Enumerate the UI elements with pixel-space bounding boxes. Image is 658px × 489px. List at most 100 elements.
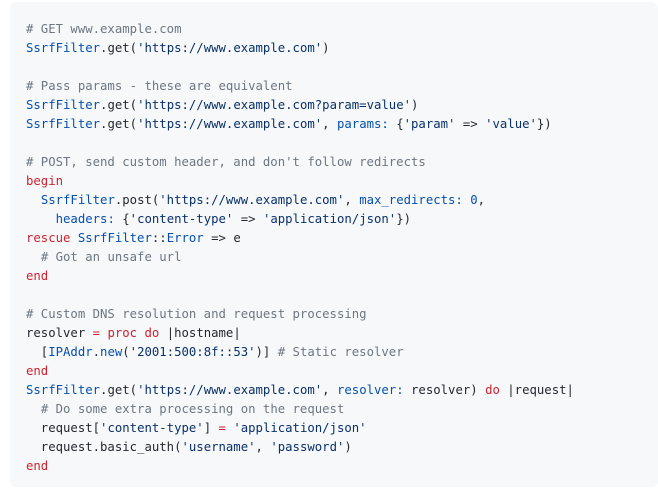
code-token-string: 'username' [181, 440, 256, 454]
code-line: # POST, send custom header, and don't fo… [26, 153, 574, 172]
code-token-symbol: max_redirects: [359, 193, 463, 207]
code-token-plain: }) [396, 212, 412, 226]
code-token-plain: :: [151, 231, 167, 245]
code-line: end [26, 457, 574, 476]
code-token-plain: ] [203, 421, 219, 435]
code-token-comment: # GET www.example.com [26, 22, 182, 36]
code-token-comment: # Custom DNS resolution and request proc… [26, 307, 367, 321]
code-token-plain [70, 231, 77, 245]
code-token-keyword: = [92, 326, 101, 340]
code-token-const: SsrfFilter [77, 231, 152, 245]
code-token-string: 'https://www.example.com' [137, 41, 323, 55]
code-token-string: 'https://www.example.com' [137, 117, 323, 131]
code-token-keyword: do [485, 383, 500, 397]
code-token-plain [26, 250, 41, 264]
code-token-string: 'value' [485, 117, 537, 131]
code-token-plain: ( [122, 345, 130, 359]
code-token-plain: , [255, 440, 271, 454]
code-token-const: SsrfFilter [26, 117, 101, 131]
code-token-plain: request[ [26, 421, 101, 435]
code-line: begin [26, 172, 574, 191]
code-token-plain: , [322, 383, 337, 397]
code-line: SsrfFilter.get('https://www.example.com?… [26, 96, 574, 115]
code-token-keyword: end [26, 459, 49, 473]
code-line: headers: {'content-type' => 'application… [26, 210, 574, 229]
code-token-plain: { [114, 212, 130, 226]
code-token-symbol: params: [336, 117, 389, 131]
code-token-plain: resolver) [403, 383, 486, 397]
code-line: [IPAddr.new('2001:500:8f::53')] # Static… [26, 343, 574, 362]
code-token-plain [26, 402, 41, 416]
code-token-keyword: do [144, 326, 160, 340]
code-token-plain: ) [344, 440, 352, 454]
code-token-string: 'application/json' [233, 421, 367, 435]
code-token-string: 'https://www.example.com?param=value' [137, 98, 412, 112]
code-line: resolver = proc do |hostname| [26, 324, 574, 343]
code-line: end [26, 267, 574, 286]
code-token-comment: # Got an unsafe url [40, 250, 182, 264]
code-token-number: 0 [470, 193, 478, 207]
code-token-plain: , [344, 193, 360, 207]
code-token-plain: |request| [499, 383, 574, 397]
code-token-keyword: begin [26, 174, 64, 188]
code-token-string: 'content-type' [129, 212, 234, 226]
code-token-keyword: = [218, 421, 226, 435]
code-line: end [26, 362, 574, 381]
code-line: ​ [26, 286, 574, 305]
code-token-keyword: proc [107, 326, 138, 340]
code-token-plain: => [455, 117, 486, 131]
code-token-symbol: headers: [55, 212, 115, 226]
code-token-plain: .post( [114, 193, 160, 207]
code-token-keyword: rescue [26, 231, 71, 245]
code-token-plain: resolver [26, 326, 93, 340]
code-token-plain: ) [411, 98, 419, 112]
code-line: request['content-type'] = 'application/j… [26, 419, 574, 438]
code-line: SsrfFilter.get('https://www.example.com'… [26, 115, 574, 134]
code-token-string: 'application/json' [262, 212, 397, 226]
code-line: ​ [26, 134, 574, 153]
code-token-plain: => e [203, 231, 241, 245]
code-token-plain: ) [322, 41, 330, 55]
code-token-plain: .get( [100, 383, 138, 397]
code-token-string: 'https://www.example.com' [159, 193, 345, 207]
code-line: # Got an unsafe url [26, 248, 574, 267]
code-token-keyword: end [26, 269, 49, 283]
code-token-plain: request.basic_auth( [26, 440, 182, 454]
code-token-comment: # POST, send custom header, and don't fo… [26, 155, 426, 169]
code-token-const: SsrfFilter [26, 383, 101, 397]
code-token-keyword: end [26, 364, 49, 378]
code-line: rescue SsrfFilter::Error => e [26, 229, 574, 248]
code-token-plain: |hostname| [159, 326, 241, 340]
code-token-comment: # Pass params - these are equivalent [26, 79, 293, 93]
code-line: SsrfFilter.get('https://www.example.com'… [26, 381, 574, 400]
code-line: SsrfFilter.post('https://www.example.com… [26, 191, 574, 210]
code-line: # Custom DNS resolution and request proc… [26, 305, 574, 324]
code-token-const: Error [166, 231, 204, 245]
code-line: # GET www.example.com [26, 20, 574, 39]
code-token-plain: , [322, 117, 337, 131]
code-token-comment: # Do some extra processing on the reques… [40, 402, 345, 416]
code-token-string: 'content-type' [100, 421, 204, 435]
code-token-plain: => [233, 212, 263, 226]
code-token-plain: .get( [100, 98, 138, 112]
code-token-const: IPAddr [48, 345, 93, 359]
code-token-string: 'param' [403, 117, 456, 131]
code-token-plain: }) [536, 117, 552, 131]
code-token-string: 'https://www.example.com' [137, 383, 323, 397]
code-line: ​ [26, 58, 574, 77]
code-token-const: SsrfFilter [26, 41, 101, 55]
code-line: # Pass params - these are equivalent [26, 77, 574, 96]
code-token-const: new [100, 345, 123, 359]
code-line: request.basic_auth('username', 'password… [26, 438, 574, 457]
code-token-plain: .get( [100, 117, 138, 131]
code-token-plain: { [388, 117, 404, 131]
code-token-string: '2001:500:8f::53' [129, 345, 256, 359]
code-token-plain [26, 193, 41, 207]
code-token-const: SsrfFilter [40, 193, 115, 207]
code-line: SsrfFilter.get('https://www.example.com'… [26, 39, 574, 58]
code-token-comment: # Static resolver [277, 345, 404, 359]
code-token-symbol: resolver: [336, 383, 404, 397]
code-token-string: 'password' [270, 440, 345, 454]
